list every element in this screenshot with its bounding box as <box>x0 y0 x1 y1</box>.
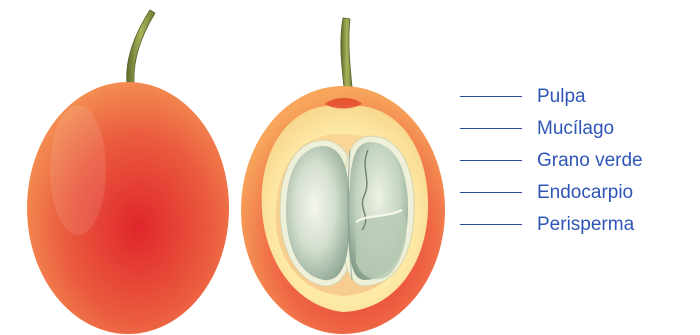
label-text: Mucílago <box>537 119 614 138</box>
leader-line <box>460 224 522 225</box>
whole-cherry <box>27 10 229 334</box>
label-pulpa: Pulpa <box>460 80 700 112</box>
label-mucilago: Mucílago <box>460 112 700 144</box>
whole-cherry-highlight <box>50 105 106 235</box>
leader-line <box>460 192 522 193</box>
label-perisperma: Perisperma <box>460 208 700 240</box>
label-text: Endocarpio <box>537 183 633 202</box>
leader-line <box>460 96 522 97</box>
label-text: Perisperma <box>537 215 634 234</box>
label-grano-verde: Grano verde <box>460 144 700 176</box>
leader-line <box>460 160 522 161</box>
label-endocarpio: Endocarpio <box>460 176 700 208</box>
label-text: Grano verde <box>537 151 643 170</box>
cut-cherry <box>241 18 445 334</box>
label-text: Pulpa <box>537 87 586 106</box>
whole-cherry-stem <box>127 10 155 84</box>
cut-cherry-stem <box>341 18 353 98</box>
leader-line <box>460 128 522 129</box>
label-list: Pulpa Mucílago Grano verde Endocarpio Pe… <box>460 80 700 240</box>
